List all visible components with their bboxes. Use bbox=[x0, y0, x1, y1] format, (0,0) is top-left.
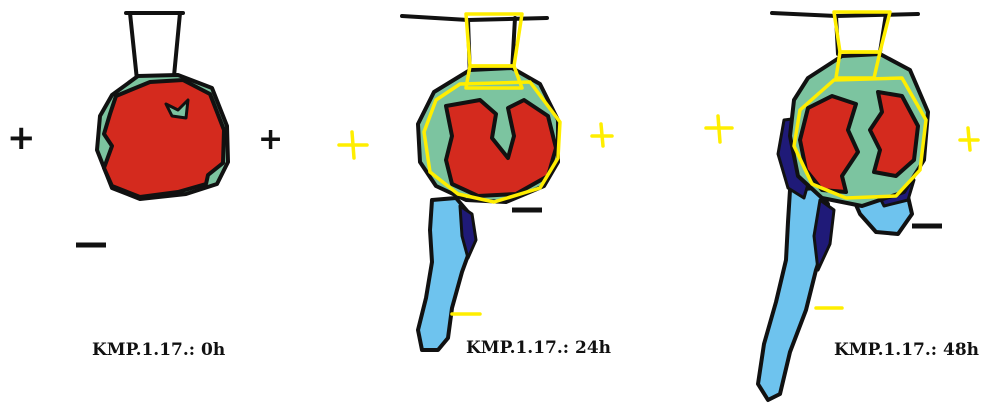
dark-blue-tail-48h bbox=[814, 200, 834, 270]
plus-sign-left-0h: + bbox=[7, 118, 36, 158]
panel-24h bbox=[339, 14, 612, 350]
red-core-0h bbox=[104, 80, 224, 197]
panel-0h: + + bbox=[7, 13, 283, 245]
stalk-0h bbox=[126, 13, 183, 80]
plus-sign-right-0h: + bbox=[258, 122, 283, 157]
stalk-48h bbox=[772, 13, 918, 54]
caption-48h: KMP.1.17.: 48h bbox=[834, 340, 979, 360]
caption-0h: KMP.1.17.: 0h bbox=[92, 340, 225, 360]
caption-24h: KMP.1.17.: 24h bbox=[466, 338, 611, 358]
